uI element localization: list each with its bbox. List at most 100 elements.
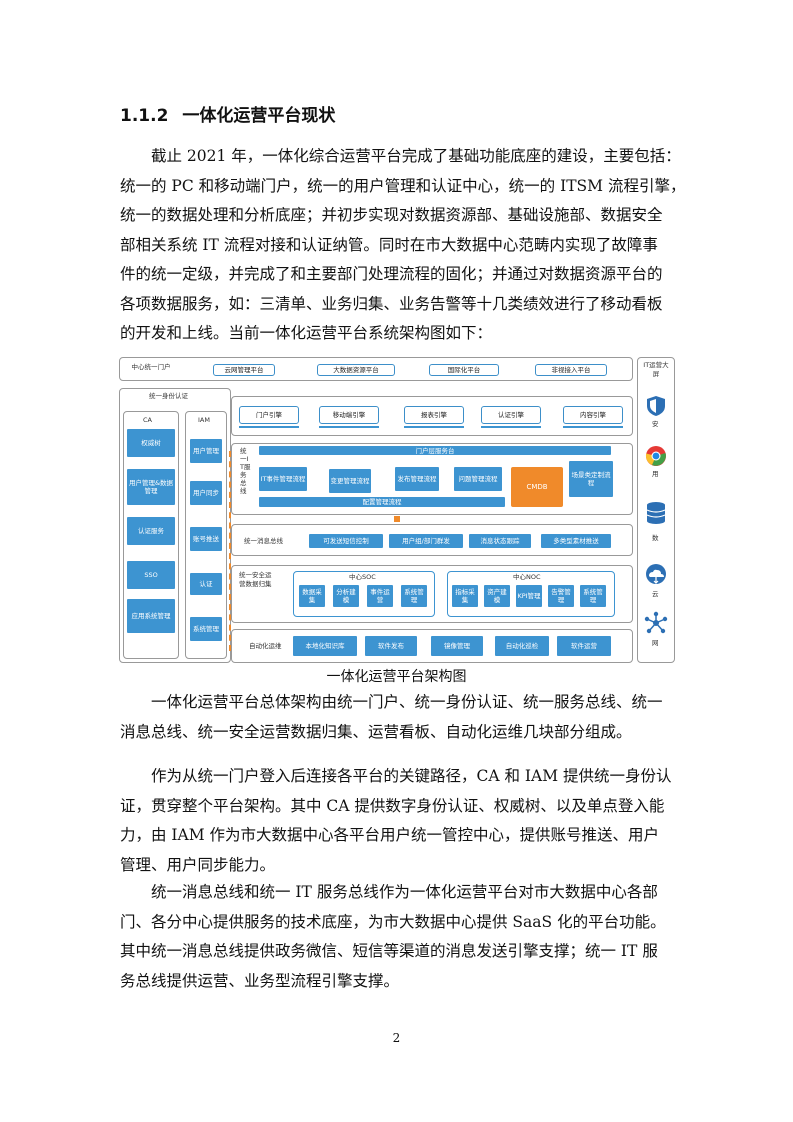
iam-title: IAM [198, 416, 210, 424]
security-label: 统一安全运营数据归集 [239, 571, 272, 588]
auto-item: 软件运营 [557, 636, 611, 656]
paragraph-identity: 作为从统一门户登入后连接各平台的关键路径，CA 和 IAM 提供统一身份认 证，… [120, 762, 676, 880]
section-title: 一体化运营平台现状 [182, 106, 336, 126]
text-line: 截止 2021 年，一体化综合运营平台完成了基础功能底座的建设，主要包括： [120, 147, 681, 165]
config-process: 配置管理流程 [259, 497, 505, 507]
text-line: 的开发和上线。当前一体化运营平台系统架构图如下： [120, 324, 493, 342]
soc-item: 数据采集 [299, 585, 325, 607]
ca-title: CA [143, 416, 152, 424]
text-line: 统一的数据处理和分析底座；并初步实现对数据资源部、基础设施部、数据安全 [120, 206, 663, 224]
cmdb-box: CMDB [511, 467, 563, 507]
soc-item: 系统管理 [401, 585, 427, 607]
dashboard-item-label: 网 [652, 639, 659, 647]
ca-item: 认证服务 [127, 517, 175, 545]
paragraph-bus: 统一消息总线和统一 IT 服务总线作为一体化运营平台对市大数据中心各部 门、各分… [120, 878, 676, 996]
text-line: 一体化运营平台总体架构由统一门户、统一身份认证、统一服务总线、统一 [120, 693, 663, 711]
auto-item: 本地化知识库 [293, 636, 357, 656]
network-icon [644, 611, 668, 634]
auto-item: 自动化巡检 [495, 636, 549, 656]
connector-line [229, 451, 233, 651]
engine-item: 门户引擎 [239, 406, 299, 424]
noc-item: KPI管理 [516, 585, 542, 607]
top-platform: 大数据资源平台 [317, 364, 395, 376]
soc-item: 分析建模 [333, 585, 359, 607]
itbus-label: 统一IT服务总线 [240, 447, 251, 495]
process-item: IT事件管理流程 [259, 467, 307, 491]
dashboard-item-label: 数 [652, 534, 659, 542]
engine-item: 认证引擎 [481, 406, 541, 424]
noc-title: 中心NOC [513, 573, 541, 581]
noc-item: 资产建模 [484, 585, 510, 607]
engine-underline [319, 426, 379, 428]
identity-title: 统一身份认证 [149, 392, 188, 400]
browser-icon [645, 446, 666, 466]
process-item: 发布管理流程 [395, 467, 439, 491]
section-number: 1.1.2 [120, 106, 169, 126]
iam-item: 系统管理 [190, 617, 222, 641]
iam-item: 认证 [190, 573, 222, 595]
auto-item: 镜像管理 [431, 636, 483, 656]
dashboard-title: IT运营大屏 [643, 361, 669, 378]
engine-item: 内容引擎 [563, 406, 623, 424]
iam-item: 用户管理 [190, 439, 222, 463]
msg-item: 可发送短信控制 [309, 534, 383, 548]
process-item: 问题管理流程 [454, 467, 502, 491]
text-line: 统一的 PC 和移动端门户，统一的用户管理和认证中心，统一的 ITSM 流程引擎… [120, 176, 686, 195]
paragraph-intro: 截止 2021 年，一体化综合运营平台完成了基础功能底座的建设，主要包括： 统一… [120, 142, 686, 349]
text-line: 门、各分中心提供服务的技术底座，为市大数据中心提供 SaaS 化的平台功能。 [120, 912, 666, 931]
scenario-process: 场景类定制流程 [569, 461, 613, 497]
text-line: 证，贯穿整个平台架构。其中 CA 提供数字身份认证、权威树、以及单点登入能 [120, 796, 665, 815]
paragraph-architecture: 一体化运营平台总体架构由统一门户、统一身份认证、统一服务总线、统一 消息总线、统… [120, 688, 676, 747]
engine-underline [239, 426, 299, 428]
noc-item: 告警管理 [548, 585, 574, 607]
text-line: 统一消息总线和统一 IT 服务总线作为一体化运营平台对市大数据中心各部 [120, 883, 658, 901]
figure-caption: 一体化运营平台架构图 [326, 669, 467, 685]
ca-item: 权威树 [127, 429, 175, 457]
msg-item: 用户组/部门群发 [389, 534, 463, 548]
text-line: 其中统一消息总线提供政务微信、短信等渠道的消息发送引擎支撑；统一 IT 服 [120, 942, 658, 960]
top-platform: 非视接入平台 [535, 364, 607, 376]
dashboard-item-label: 安 [652, 420, 659, 428]
engine-item: 移动端引擎 [319, 406, 379, 424]
text-line: 管理、用户同步能力。 [120, 855, 276, 874]
msg-item: 消息状态跟踪 [469, 534, 531, 548]
text-line: 部相关系统 IT 流程对接和认证纳管。同时在市大数据中心范畴内实现了故障事 [120, 235, 658, 254]
iam-item: 用户同步 [190, 481, 222, 505]
top-platform: 云网管理平台 [213, 364, 275, 376]
noc-item: 指标采集 [452, 585, 478, 607]
connector-dot [394, 516, 400, 522]
automation-label: 自动化运维 [249, 642, 282, 650]
soc-title: 中心SOC [349, 573, 376, 581]
engine-underline [481, 426, 541, 428]
soc-item: 事件运营 [367, 585, 393, 607]
ca-item: 用户管理&数据管理 [127, 469, 175, 505]
database-icon [646, 502, 666, 524]
iam-item: 账号推送 [190, 527, 222, 551]
portal-label: 中心统一门户 [131, 363, 171, 371]
auto-item: 软件发布 [365, 636, 417, 656]
cloud-icon [646, 564, 666, 584]
ca-item: SSO [127, 561, 175, 589]
msg-item: 多类型素材推送 [541, 534, 611, 548]
top-platform: 国际化平台 [429, 364, 499, 376]
shield-icon [647, 396, 665, 416]
engine-item: 报表引擎 [404, 406, 464, 424]
process-item: 变更管理流程 [329, 469, 371, 493]
msgbus-label: 统一消息总线 [244, 537, 283, 545]
ca-item: 应用系统管理 [127, 599, 175, 633]
dashboard-item-label: 用 [652, 470, 659, 478]
dashboard-item-label: 云 [652, 590, 659, 598]
text-line: 务总线提供运营、业务型流程引擎支撑。 [120, 971, 400, 990]
architecture-diagram: 中心统一门户 云网管理平台 大数据资源平台 国际化平台 非视接入平台 统一身份认… [119, 357, 675, 663]
engine-underline [563, 426, 623, 428]
text-line: 力，由 IAM 作为市大数据中心各平台用户统一管控中心，提供账号推送、用户 [120, 826, 660, 844]
portal-service: 门户层服务台 [259, 446, 611, 455]
section-heading: 1.1.2 一体化运营平台现状 [120, 101, 335, 126]
text-line: 作为从统一门户登入后连接各平台的关键路径，CA 和 IAM 提供统一身份认 [120, 767, 672, 785]
text-line: 消息总线、统一安全运营数据归集、运营看板、自动化运维几块部分组成。 [120, 722, 632, 741]
noc-item: 系统管理 [580, 585, 606, 607]
text-line: 各项数据服务，如：三清单、业务归集、业务告警等十几类绩效进行了移动看板 [120, 294, 663, 313]
text-line: 件的统一定级，并完成了和主要部门处理流程的固化；并通过对数据资源平台的 [120, 265, 663, 283]
engine-underline [404, 426, 464, 428]
page-number: 2 [392, 1031, 401, 1045]
